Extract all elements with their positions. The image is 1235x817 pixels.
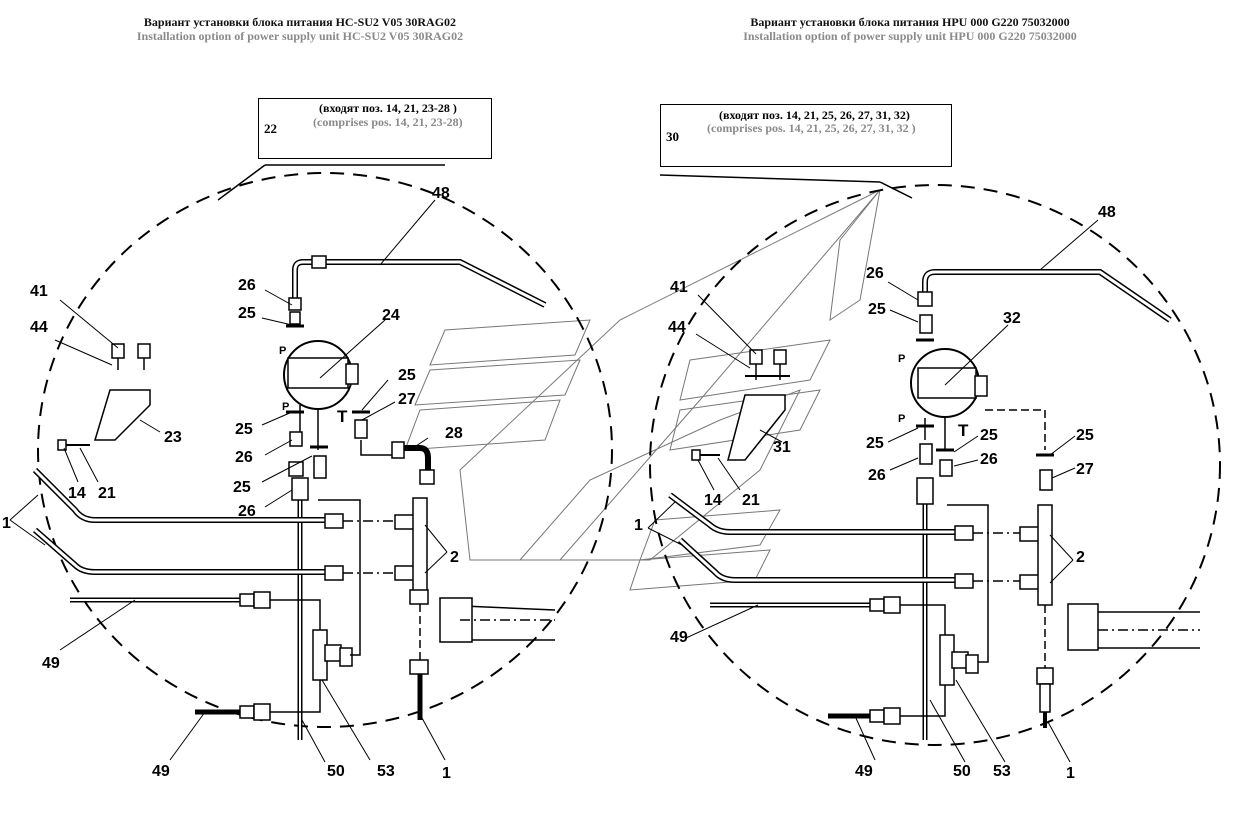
right-title: Вариант установки блока питания HPU 000 … <box>690 15 1130 43</box>
right-label-1-bottom: 1 <box>1066 765 1075 782</box>
right-label-31: 31 <box>773 439 791 456</box>
right-label-p-top: P <box>898 353 905 365</box>
right-label-25-top: 25 <box>868 301 886 318</box>
right-label-41: 41 <box>670 279 688 296</box>
right-labels: 48 41 44 26 25 32 P P T 31 25 26 25 25 2… <box>634 204 1116 782</box>
right-label-26-mid: 26 <box>868 467 886 484</box>
left-label-44: 44 <box>30 319 48 336</box>
right-label-50: 50 <box>953 763 971 780</box>
left-label-25-top: 25 <box>238 305 256 322</box>
left-label-49-upper: 49 <box>42 655 60 672</box>
left-label-23: 23 <box>164 429 182 446</box>
left-label-24: 24 <box>382 307 400 324</box>
left-label-25-mid: 25 <box>235 421 253 438</box>
box-leaders <box>217 164 913 201</box>
left-label-p-bottom: P <box>282 401 289 413</box>
right-label-21: 21 <box>742 492 760 509</box>
left-label-28: 28 <box>445 425 463 442</box>
left-label-48: 48 <box>432 185 450 202</box>
right-label-49-lower: 49 <box>855 763 873 780</box>
right-label-2: 2 <box>1076 549 1085 566</box>
left-assembly <box>32 255 556 740</box>
left-label-50: 50 <box>327 763 345 780</box>
right-label-p-bottom: P <box>898 413 905 425</box>
left-detail-circle <box>37 172 613 728</box>
right-label-49-upper: 49 <box>670 629 688 646</box>
left-labels: 48 41 44 26 25 24 P P T 23 25 27 28 25 2… <box>2 185 463 782</box>
left-label-25-low: 25 <box>233 479 251 496</box>
left-kit-ru: (входят поз. 14, 21, 23-28 ) <box>319 101 457 115</box>
right-label-t: T <box>958 421 969 440</box>
right-label-1-pipes: 1 <box>634 517 643 534</box>
right-kit-en: (comprises pos. 14, 21, 25, 26, 27, 31, … <box>707 121 916 135</box>
right-label-44: 44 <box>668 319 686 336</box>
right-label-32: 32 <box>1003 310 1021 327</box>
left-title-en: Installation option of power supply unit… <box>136 29 464 43</box>
left-kit-en: (comprises pos. 14, 21, 23-28) <box>313 115 463 129</box>
left-label-t: T <box>337 407 348 426</box>
left-label-25-t: 25 <box>398 367 416 384</box>
left-label-p-top: P <box>279 345 286 357</box>
right-kit-box: 30 (входят поз. 14, 21, 25, 26, 27, 31, … <box>660 104 952 167</box>
right-label-27: 27 <box>1076 461 1094 478</box>
right-kit-ru: (входят поз. 14, 21, 25, 26, 27, 31, 32) <box>719 108 910 122</box>
right-kit-number: 30 <box>666 129 679 144</box>
left-label-1-pipes: 1 <box>2 515 11 532</box>
right-label-48: 48 <box>1098 204 1116 221</box>
left-label-49-lower: 49 <box>152 763 170 780</box>
left-kit-box: 22 (входят поз. 14, 21, 23-28 ) (compris… <box>258 98 492 159</box>
left-kit-number: 22 <box>264 121 277 136</box>
left-leaders <box>9 199 448 763</box>
right-leaders <box>647 219 1099 763</box>
right-label-25-right: 25 <box>1076 427 1094 444</box>
right-label-25-mid: 25 <box>866 435 884 452</box>
background-outline-shapes <box>404 189 881 591</box>
right-label-14: 14 <box>704 492 722 509</box>
left-label-53: 53 <box>377 763 395 780</box>
right-detail-circle <box>649 184 1221 746</box>
left-title: Вариант установки блока питания HC-SU2 V… <box>80 15 520 43</box>
left-label-27: 27 <box>398 391 416 408</box>
left-label-26-top: 26 <box>238 277 256 294</box>
left-label-26-low: 26 <box>238 503 256 520</box>
left-title-ru: Вариант установки блока питания HC-SU2 V… <box>143 15 457 29</box>
left-label-41: 41 <box>30 283 48 300</box>
right-title-ru: Вариант установки блока питания HPU 000 … <box>750 15 1070 29</box>
right-label-26-t: 26 <box>980 451 998 468</box>
right-label-25-t: 25 <box>980 427 998 444</box>
left-label-26-mid: 26 <box>235 449 253 466</box>
left-label-14: 14 <box>68 485 86 502</box>
left-label-2: 2 <box>450 549 459 566</box>
right-label-26-top: 26 <box>866 265 884 282</box>
left-label-1-bottom: 1 <box>442 765 451 782</box>
right-label-53: 53 <box>993 763 1011 780</box>
right-assembly <box>668 269 1200 740</box>
right-title-en: Installation option of power supply unit… <box>743 29 1077 43</box>
left-label-21: 21 <box>98 485 116 502</box>
